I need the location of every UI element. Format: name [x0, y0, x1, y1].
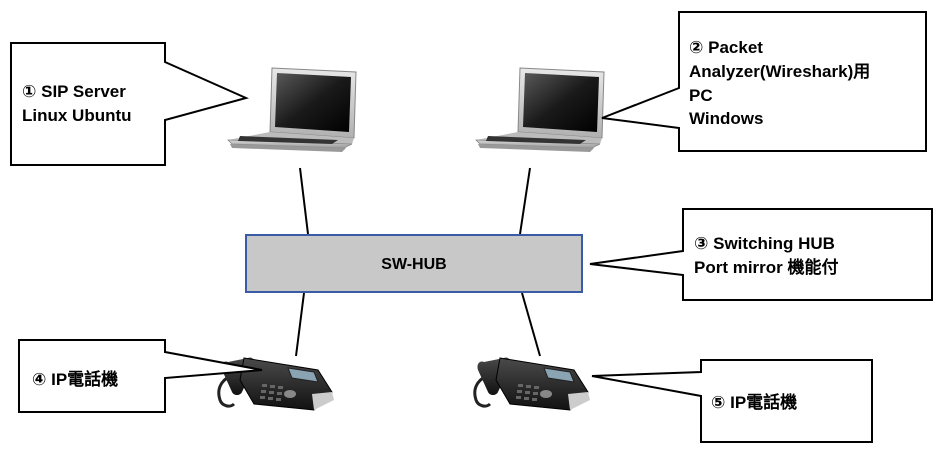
callout-packet-analyzer: ② Packet Analyzer(Wireshark)用 PC Windows [601, 11, 927, 152]
callout-line: Analyzer(Wireshark)用 [689, 62, 870, 81]
sw-hub-label: SW-HUB [381, 256, 446, 273]
callout-line: ③ Switching HUB [694, 234, 835, 253]
callout-line: ① SIP Server [22, 82, 126, 101]
callout-ip-phone-4: ④ IP電話機 [18, 339, 263, 413]
callout-switching-hub: ③ Switching HUB Port mirror 機能付 [589, 208, 933, 301]
connection-lines [295, 167, 541, 357]
callout-line: PC [689, 86, 713, 105]
link-ip-phone-4 [295, 292, 305, 357]
link-analyzer-pc [519, 167, 531, 235]
callout-sip-server: ① SIP Server Linux Ubuntu [10, 42, 249, 166]
callout-ip-phone-5: ⑤ IP電話機 [591, 359, 873, 443]
link-ip-phone-5 [521, 292, 541, 357]
ip-phone-icon [473, 357, 590, 411]
laptop-icon [475, 67, 605, 152]
link-sip-server [299, 167, 309, 235]
laptop-icon [227, 67, 357, 152]
callout-line: ⑤ IP電話機 [711, 392, 797, 412]
callout-line: ④ IP電話機 [32, 369, 118, 389]
callout-line: ② Packet [689, 38, 763, 57]
sw-hub: SW-HUB [245, 234, 583, 293]
callout-line: Windows [689, 109, 763, 128]
callout-line: Port mirror 機能付 [694, 257, 839, 277]
callout-line: Linux Ubuntu [22, 106, 132, 125]
